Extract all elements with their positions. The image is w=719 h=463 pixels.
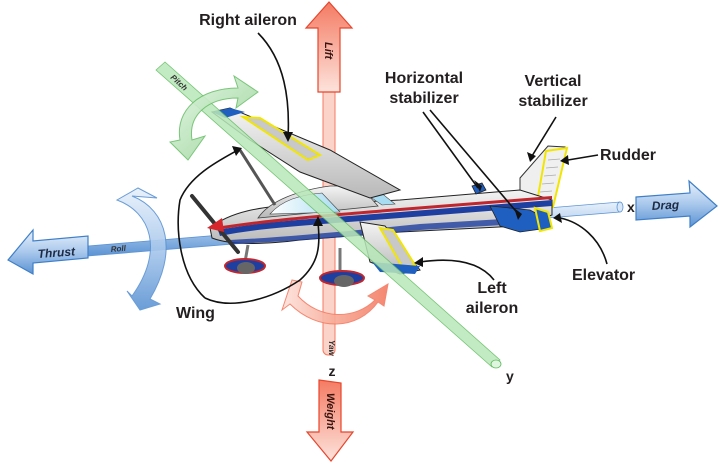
drag-label: Drag bbox=[651, 198, 680, 213]
right-aileron-leader bbox=[257, 32, 290, 139]
y-axis-label: y bbox=[506, 368, 514, 384]
drag-arrow: Drag bbox=[635, 179, 718, 229]
lift-arrow: Lift bbox=[304, 1, 354, 93]
left-aileron-leader bbox=[419, 259, 495, 281]
rudder-label: Rudder bbox=[600, 147, 656, 164]
wing-leader-1 bbox=[177, 149, 239, 299]
left-aileron-surface bbox=[378, 226, 417, 270]
weight-label: Weight bbox=[324, 393, 336, 431]
pitch-rotation-arrow bbox=[168, 74, 259, 161]
vertical-stabilizer-label-line2: stabilizer bbox=[518, 93, 587, 110]
wing-leader-2 bbox=[204, 221, 320, 304]
horizontal-stabilizer-label-line1: Horizontal bbox=[385, 70, 463, 87]
rudder-surface bbox=[534, 146, 569, 210]
elevator-surface bbox=[533, 206, 554, 233]
vertical-stabilizer-label-line1: Vertical bbox=[525, 73, 582, 90]
lift-label: Lift bbox=[322, 42, 334, 60]
thrust-arrow: Thrust bbox=[7, 228, 89, 276]
left-aileron-label-line1: Left bbox=[477, 280, 507, 297]
weight-arrow: Weight bbox=[305, 379, 355, 462]
vertical-stabilizer-leader bbox=[531, 116, 557, 157]
right-aileron-label: Right aileron bbox=[199, 12, 297, 29]
airplane bbox=[190, 107, 569, 287]
horizontal-stabilizer-leader-2 bbox=[429, 109, 521, 217]
wing-label: Wing bbox=[176, 305, 215, 322]
z-axis-label: z bbox=[329, 363, 336, 379]
horizontal-stabilizer-label-line2: stabilizer bbox=[389, 90, 458, 107]
elevator-leader bbox=[559, 217, 608, 265]
x-axis-label: x bbox=[627, 199, 635, 215]
elevator-label: Elevator bbox=[572, 267, 635, 284]
right-aileron-surface bbox=[239, 115, 323, 162]
roll-rotation-arrow bbox=[115, 187, 167, 311]
yaw-label: Yaw bbox=[327, 340, 336, 356]
roll-label: Roll bbox=[110, 244, 127, 254]
horizontal-stabilizer-leader-1 bbox=[422, 111, 479, 189]
leader-lines bbox=[177, 32, 608, 304]
thrust-label: Thrust bbox=[37, 244, 76, 261]
left-aileron-label-line2: aileron bbox=[466, 300, 518, 317]
rudder-leader bbox=[567, 154, 599, 161]
yaw-rotation-arrow bbox=[281, 279, 389, 325]
